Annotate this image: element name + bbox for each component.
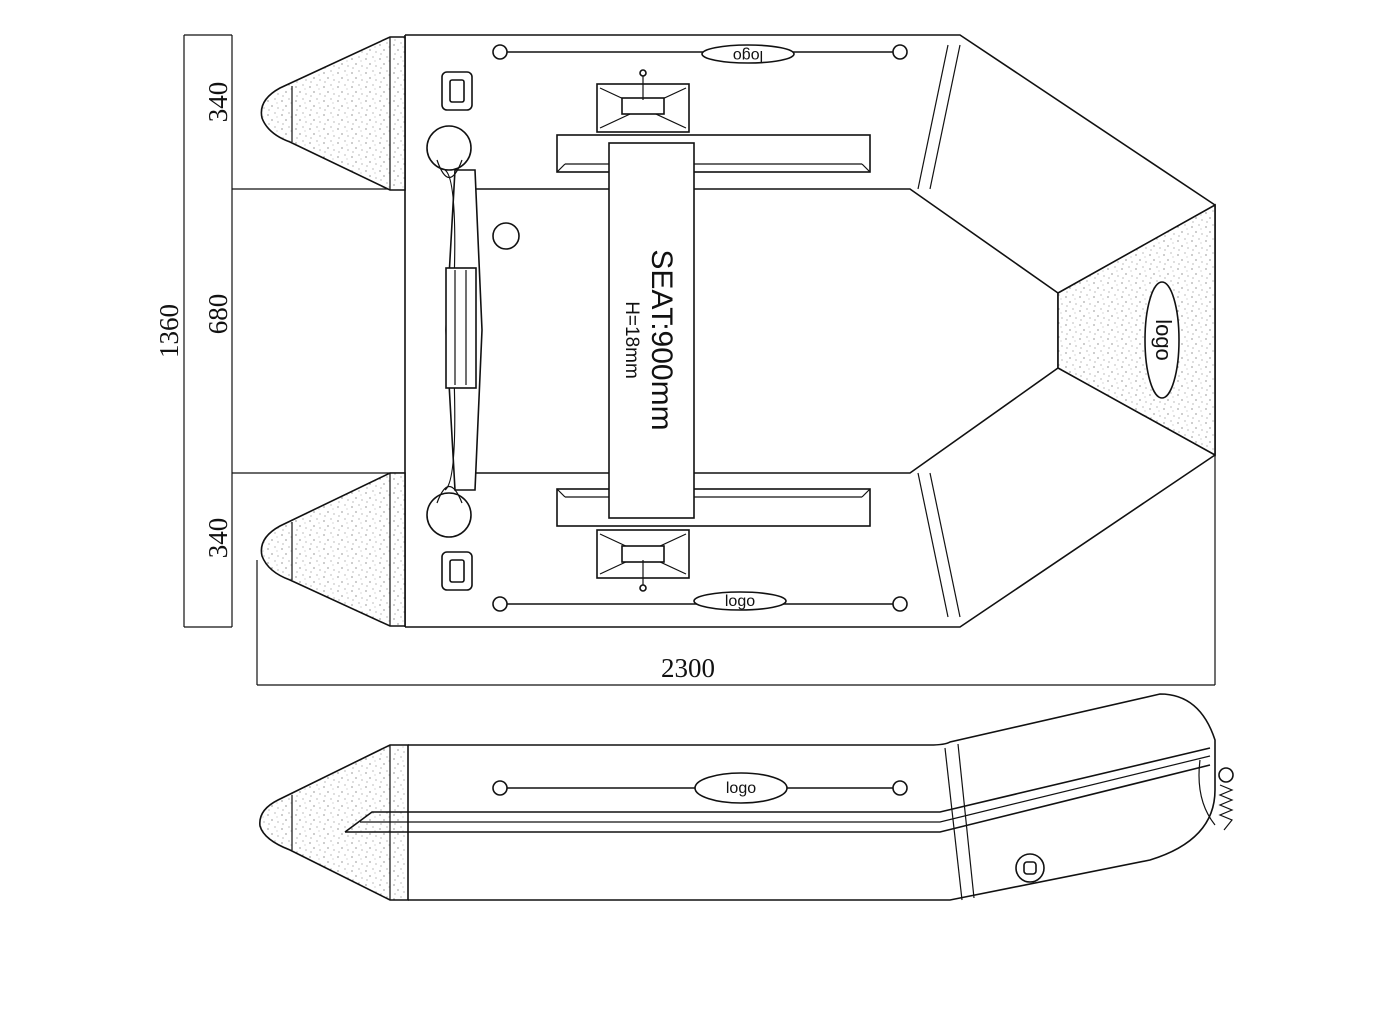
stern-cone-bottom — [260, 472, 406, 627]
dim-total-width: 1360 — [154, 304, 184, 358]
bow-ring-icon — [1218, 767, 1234, 831]
dim-tube-bottom: 340 — [203, 518, 233, 559]
bottom-rail-logo: logo — [725, 593, 755, 610]
side-tube-outline — [408, 693, 1216, 901]
seat-rail-top — [556, 134, 871, 173]
bow-logo-patch — [1144, 281, 1180, 399]
dim-tube-top: 340 — [203, 82, 233, 123]
stern-cone-top — [260, 36, 406, 191]
rowlock-bracket-bottom — [596, 529, 690, 592]
top-rail-logo: logo — [733, 47, 763, 64]
grab-line-bottom: logo — [492, 591, 908, 612]
transom-board — [426, 125, 483, 538]
deck-outline — [475, 188, 1059, 474]
top-view: logo logo — [154, 34, 1216, 686]
rowlock-bracket-top — [596, 69, 690, 133]
oarlock-bottom — [441, 551, 473, 591]
dim-length: 2300 — [661, 653, 715, 683]
bow-section — [1057, 203, 1216, 457]
grab-line-top: logo — [492, 44, 908, 64]
oarlock-top — [441, 71, 473, 111]
dim-deck-width: 680 — [203, 294, 233, 335]
rub-strake-bottom — [345, 764, 1211, 833]
valve-icon — [492, 222, 520, 250]
rub-strake-top — [344, 747, 1211, 833]
side-logo-patch — [694, 772, 788, 804]
side-logo-text: logo — [726, 780, 756, 797]
side-stern-cone — [259, 744, 409, 901]
seat-rail-bottom — [556, 488, 871, 527]
side-view: logo — [259, 693, 1234, 901]
seat-board — [608, 142, 695, 519]
bow-logo-text: logo — [1151, 319, 1176, 361]
seat-height-label: H=18mm — [621, 301, 642, 379]
seat-label: SEAT:900mm — [645, 249, 678, 430]
